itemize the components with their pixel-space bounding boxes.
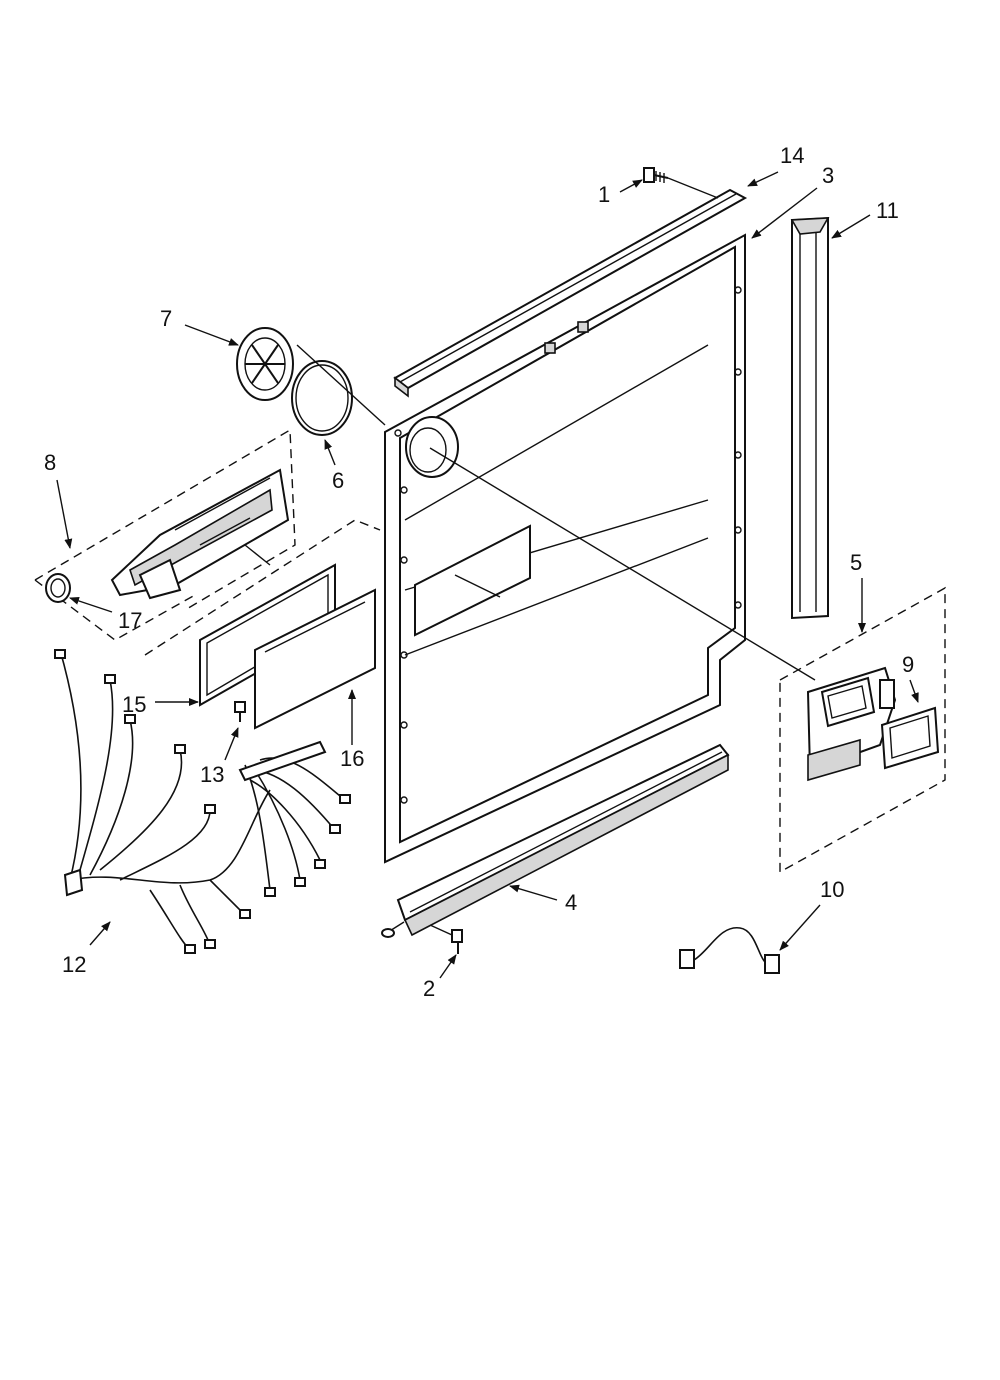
callout-15: 15 <box>122 692 146 717</box>
callout-16: 16 <box>340 746 364 771</box>
wire-connector <box>679 927 780 974</box>
vent-cover <box>236 327 294 401</box>
callout-labels: 1 2 3 4 5 6 7 8 9 10 11 12 13 14 15 16 1… <box>44 143 914 1001</box>
screw-bottom <box>429 924 463 954</box>
vent-assembly-group <box>779 586 946 874</box>
callout-12: 12 <box>62 952 86 977</box>
top-trim-strip <box>393 188 748 398</box>
screw-top <box>643 167 719 199</box>
callout-17: 17 <box>118 608 142 633</box>
vent-gasket <box>880 706 940 770</box>
callout-3: 3 <box>822 163 834 188</box>
callout-4: 4 <box>565 890 577 915</box>
callout-1: 1 <box>598 182 610 207</box>
callout-11: 11 <box>876 198 899 223</box>
callout-9: 9 <box>902 652 914 677</box>
wire-harness <box>54 649 351 954</box>
side-gasket <box>790 216 830 620</box>
callout-14: 14 <box>780 143 804 168</box>
callout-7: 7 <box>160 306 172 331</box>
ring-gasket <box>291 344 386 436</box>
control-module-group <box>34 428 296 641</box>
leader-arrows <box>56 171 919 979</box>
control-boards <box>144 519 381 730</box>
callout-13: 13 <box>200 762 224 787</box>
callout-2: 2 <box>423 976 435 1001</box>
knob <box>45 573 71 603</box>
callout-8: 8 <box>44 450 56 475</box>
callout-10: 10 <box>820 877 844 902</box>
callout-6: 6 <box>332 468 344 493</box>
screw-board <box>234 701 246 722</box>
bottom-trim <box>381 743 730 938</box>
callout-5: 5 <box>850 550 862 575</box>
inner-door-panel <box>384 233 746 864</box>
